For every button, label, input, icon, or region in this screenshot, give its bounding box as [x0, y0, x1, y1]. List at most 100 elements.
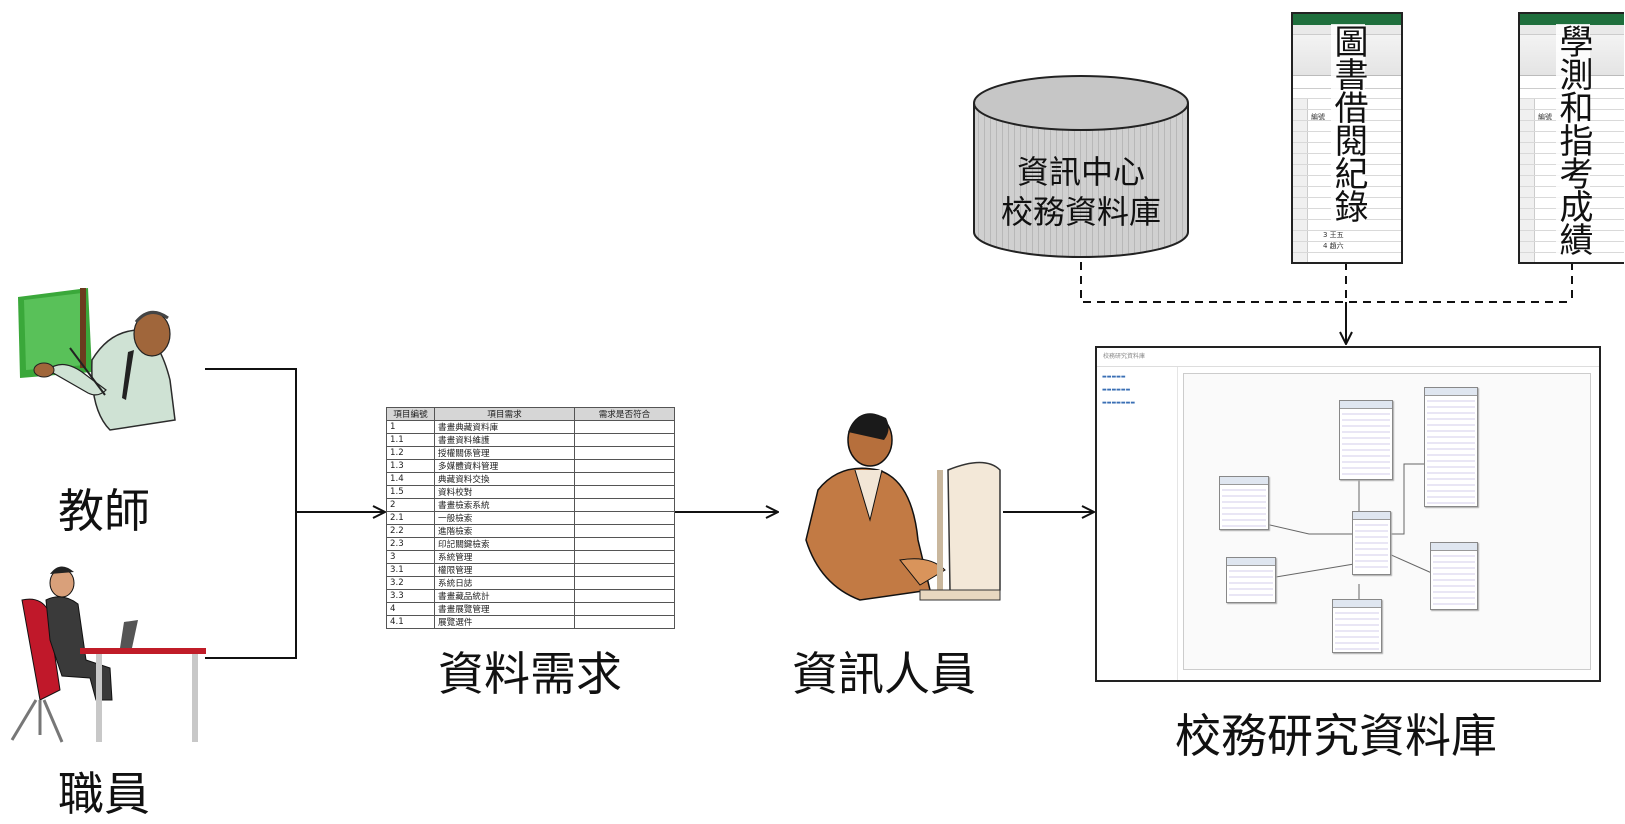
er-entity — [1339, 400, 1393, 480]
table-cell: 書畫藏品統計 — [434, 589, 575, 603]
table-cell: 4 — [386, 602, 435, 616]
table-cell — [574, 615, 675, 629]
table-cell: 書畫展覽管理 — [434, 602, 575, 616]
table-cell — [574, 537, 675, 551]
er-diagram-canvas — [1183, 373, 1591, 670]
table-cell — [574, 459, 675, 473]
table-cell — [574, 511, 675, 525]
table-cell: 2.2 — [386, 524, 435, 538]
table-cell — [574, 602, 675, 616]
er-entity — [1430, 542, 1478, 610]
office-worker-icon — [10, 566, 206, 743]
er-entity — [1352, 511, 1391, 575]
table-cell: 2 — [386, 498, 435, 512]
table-cell: 一般檢索 — [434, 511, 575, 525]
dashed-from-info-db — [1080, 262, 1572, 303]
table-cell: 書畫資料維護 — [434, 433, 575, 447]
exam-sheet: 編號 學測和指考成績 — [1518, 12, 1624, 264]
research-db-label: 校務研究資料庫 — [1175, 709, 1497, 763]
table-cell: 資料校對 — [434, 485, 575, 499]
excel-title-bar — [1520, 14, 1624, 25]
table-cell: 4.1 — [386, 615, 435, 629]
table-cell — [574, 550, 675, 564]
table-cell — [574, 576, 675, 590]
table-header: 項目需求 — [434, 407, 575, 421]
er-entity — [1424, 387, 1478, 507]
table-cell: 授權關係管理 — [434, 446, 575, 460]
table-cell: 2.3 — [386, 537, 435, 551]
exam-sheet-label: 學測和指考成績 — [1553, 24, 1593, 255]
table-cell: 書畫典藏資料庫 — [434, 420, 575, 434]
table-cell: 1.3 — [386, 459, 435, 473]
table-cell: 多媒體資料管理 — [434, 459, 575, 473]
table-cell: 3.3 — [386, 589, 435, 603]
table-header-row: 項目編號 項目需求 需求是否符合 — [386, 407, 675, 421]
sidebar-item: ▬▬▬▬▬▬▬ — [1102, 400, 1136, 406]
info-db-label-line1: 資訊中心 — [1016, 153, 1145, 191]
library-sheet-label: 圖書借閱紀錄 — [1328, 24, 1368, 222]
table-cell: 1.2 — [386, 446, 435, 460]
table-cell: 印記關鍵檢索 — [434, 537, 575, 551]
table-cell: 3.2 — [386, 576, 435, 590]
table-cell — [574, 433, 675, 447]
excel-cell-a1: 編號 — [1538, 113, 1552, 121]
library-sheet: 編號 3 王五 4 趙六 圖書借閱紀錄 — [1291, 12, 1403, 264]
sidebar-item: ▬▬▬▬▬▬ — [1102, 387, 1131, 393]
table-cell — [574, 498, 675, 512]
computer-user-icon — [805, 413, 1001, 601]
table-cell: 系統管理 — [434, 550, 575, 564]
teacher-label: 教師 — [58, 484, 150, 538]
research-db-window-title: 校務研究資料庫 — [1097, 348, 1599, 367]
it-staff-label: 資訊人員 — [792, 647, 976, 701]
table-header: 項目編號 — [386, 407, 435, 421]
er-entity — [1219, 476, 1269, 530]
teacher-presenting-icon — [18, 288, 176, 431]
table-cell — [574, 420, 675, 434]
table-cell — [574, 472, 675, 486]
table-cell: 系統日誌 — [434, 576, 575, 590]
table-cell: 進階檢索 — [434, 524, 575, 538]
research-db-sidebar: ▬▬▬▬▬ ▬▬▬▬▬▬ ▬▬▬▬▬▬▬ — [1097, 367, 1178, 680]
teacher-connector — [205, 368, 297, 659]
excel-row-13: 3 王五 — [1323, 231, 1344, 239]
table-cell — [574, 563, 675, 577]
excel-title-bar — [1293, 14, 1401, 25]
staff-label: 職員 — [58, 767, 150, 821]
table-header: 需求是否符合 — [574, 407, 675, 421]
table-cell: 3 — [386, 550, 435, 564]
table-cell: 書畫檢索系統 — [434, 498, 575, 512]
table-cell — [574, 524, 675, 538]
table-cell — [574, 485, 675, 499]
table-cell: 1.5 — [386, 485, 435, 499]
table-cell: 3.1 — [386, 563, 435, 577]
table-cell: 1 — [386, 420, 435, 434]
er-entity — [1332, 599, 1382, 653]
table-cell: 2.1 — [386, 511, 435, 525]
table-cell: 權限管理 — [434, 563, 575, 577]
table-cell: 1.1 — [386, 433, 435, 447]
excel-row-14: 4 趙六 — [1323, 242, 1344, 250]
table-cell: 典藏資料交換 — [434, 472, 575, 486]
requirements-label: 資料需求 — [438, 647, 622, 701]
info-db-label: 資訊中心 校務資料庫 — [980, 152, 1182, 232]
table-cell — [574, 446, 675, 460]
er-entity — [1226, 557, 1276, 603]
research-db-screenshot: 校務研究資料庫 ▬▬▬▬▬ ▬▬▬▬▬▬ ▬▬▬▬▬▬▬ — [1095, 346, 1601, 682]
